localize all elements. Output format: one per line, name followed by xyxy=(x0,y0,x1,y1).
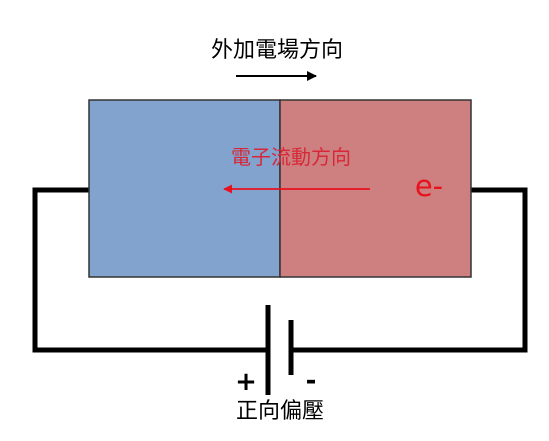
electron-label: e- xyxy=(415,169,443,203)
circuit-wire-left xyxy=(32,187,268,353)
forward-bias-label: 正向偏壓 xyxy=(236,399,324,424)
electron-flow-label: 電子流動方向 xyxy=(231,145,351,169)
external-field-label: 外加電場方向 xyxy=(211,38,343,63)
negative-terminal-label: - xyxy=(306,366,317,396)
circuit-wire-right xyxy=(291,187,528,353)
positive-terminal-label: + xyxy=(235,367,257,397)
